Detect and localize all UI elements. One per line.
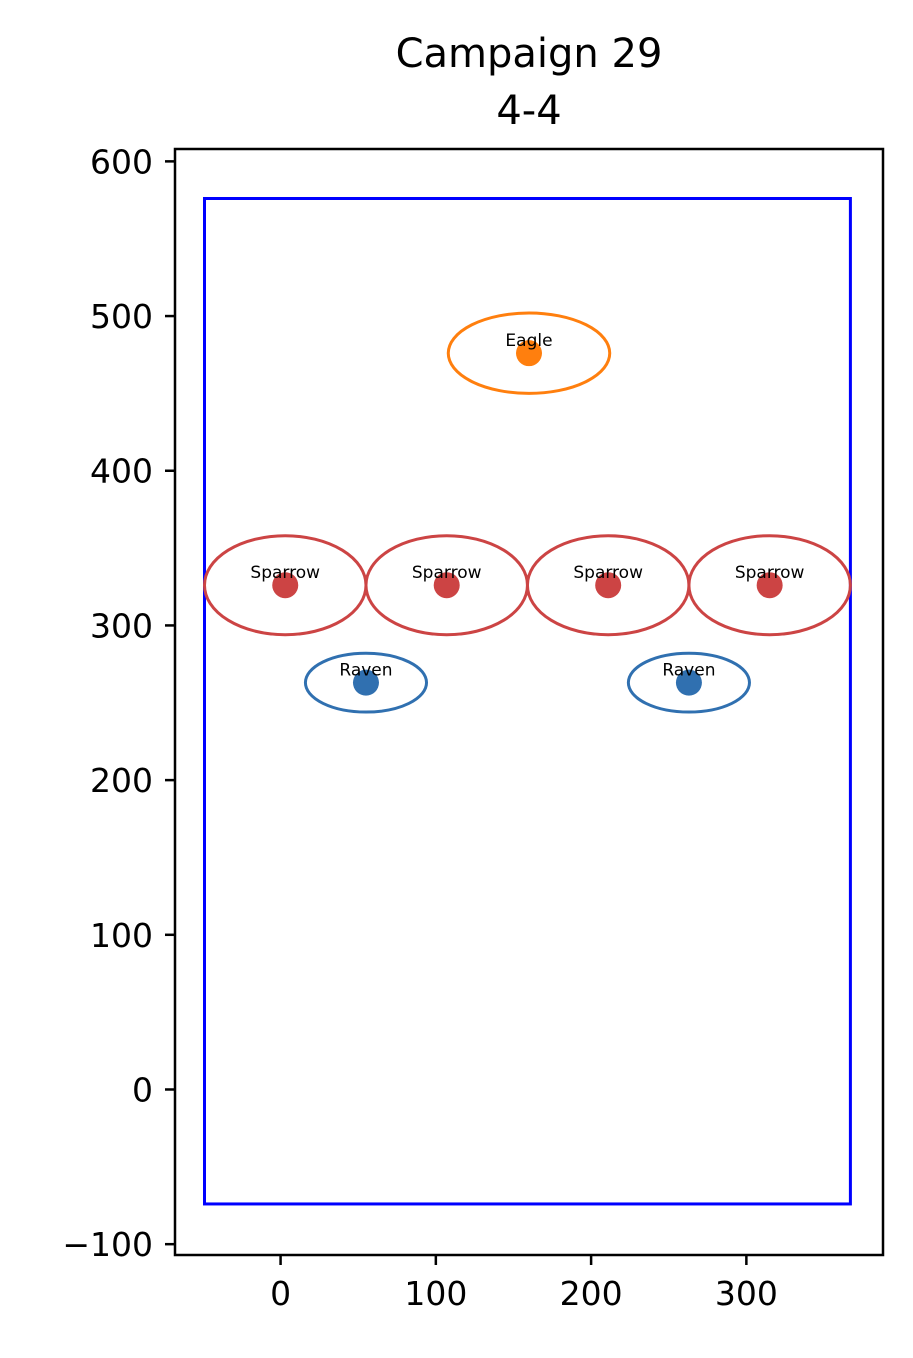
unit-group-eagle: Eagle bbox=[446, 311, 612, 395]
unit-label: Eagle bbox=[505, 331, 552, 351]
unit-group-sparrow: Sparrow bbox=[525, 534, 691, 637]
y-tick-label: 300 bbox=[90, 606, 153, 645]
unit-range-ellipse bbox=[303, 651, 429, 714]
unit-label: Sparrow bbox=[573, 563, 643, 583]
unit-label: Sparrow bbox=[250, 563, 320, 583]
x-tick-label: 100 bbox=[404, 1274, 467, 1313]
chart-subtitle: 4-4 bbox=[496, 88, 561, 134]
unit-label: Raven bbox=[339, 661, 392, 681]
unit-label: Sparrow bbox=[412, 563, 482, 583]
unit-label: Raven bbox=[662, 661, 715, 681]
unit-point bbox=[675, 669, 702, 696]
y-tick-label: −100 bbox=[62, 1225, 153, 1264]
boundary-rect bbox=[203, 196, 852, 1206]
chart-title: Campaign 29 bbox=[396, 31, 663, 77]
y-tick-label: 200 bbox=[90, 761, 153, 800]
unit-point bbox=[272, 572, 299, 599]
y-tick-label: 600 bbox=[90, 142, 153, 181]
x-tick-label: 300 bbox=[715, 1274, 778, 1313]
unit-point bbox=[433, 572, 460, 599]
unit-group-raven: Raven bbox=[303, 651, 429, 714]
unit-point bbox=[516, 340, 542, 367]
unit-group-raven: Raven bbox=[626, 651, 751, 714]
unit-group-sparrow: Sparrow bbox=[364, 534, 529, 637]
y-tick-label: 500 bbox=[90, 297, 153, 336]
y-axis: −100 0 100 200 300 400 500 600 bbox=[62, 142, 175, 1264]
x-tick-label: 200 bbox=[560, 1274, 623, 1313]
plot-frame bbox=[173, 147, 885, 1257]
unit-group-sparrow: Sparrow bbox=[203, 534, 368, 637]
x-axis: 0 100 200 300 bbox=[270, 1255, 778, 1313]
unit-range-ellipse bbox=[687, 534, 852, 637]
y-tick-label: 0 bbox=[132, 1070, 153, 1109]
y-tick-label: 400 bbox=[90, 452, 153, 491]
unit-range-ellipse bbox=[626, 651, 751, 714]
unit-point bbox=[756, 572, 783, 599]
unit-label: Sparrow bbox=[735, 563, 805, 583]
y-tick-label: 100 bbox=[90, 916, 153, 955]
unit-group-sparrow: Sparrow bbox=[687, 534, 852, 637]
unit-range-ellipse bbox=[446, 311, 612, 395]
x-tick-label: 0 bbox=[270, 1274, 291, 1313]
unit-point bbox=[595, 572, 622, 599]
unit-point bbox=[352, 669, 379, 696]
